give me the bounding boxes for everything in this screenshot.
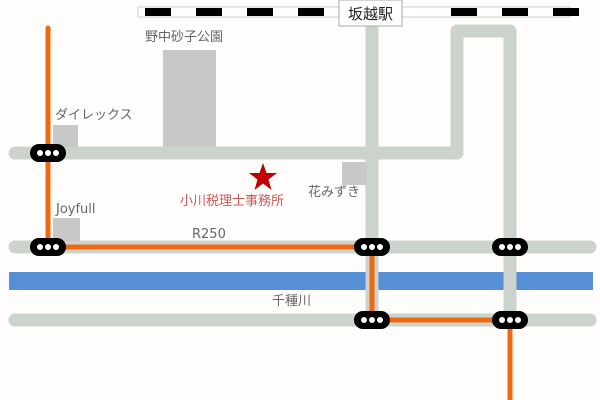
rail-dash: [502, 8, 528, 16]
hanamizuki-building: [342, 162, 367, 185]
park-label: 野中砂子公園: [145, 30, 223, 45]
star-icon: [249, 163, 277, 190]
river: [9, 272, 593, 290]
destination-label: 小川税理士事務所: [180, 194, 284, 209]
joyfull-building: [53, 218, 80, 241]
rail-dash: [451, 8, 477, 16]
r250-label: R250: [192, 227, 226, 242]
rail-dash: [145, 8, 171, 16]
traffic-light-icon: [354, 311, 390, 329]
dailex-building: [53, 125, 78, 147]
rail-dash: [196, 8, 222, 16]
road-east-loop: [450, 24, 517, 327]
route-line: [45, 25, 513, 400]
station-name: 坂越駅: [348, 5, 393, 23]
park-building: [163, 50, 216, 147]
hanamizuki-label: 花みずき: [308, 184, 360, 200]
joyfull-label: Joyfull: [55, 202, 96, 217]
station-label: 坂越駅: [338, 0, 403, 27]
dailex-label: ダイレックス: [55, 108, 133, 123]
river-label: 千種川: [272, 293, 311, 309]
traffic-light-icon: [30, 238, 66, 256]
rail-dash: [553, 8, 579, 16]
rail-dash: [247, 8, 273, 16]
traffic-light-icon: [30, 144, 66, 162]
traffic-light-icon: [492, 311, 528, 329]
rail-dash: [298, 8, 324, 16]
traffic-light-icon: [354, 238, 390, 256]
traffic-light-icon: [492, 238, 528, 256]
